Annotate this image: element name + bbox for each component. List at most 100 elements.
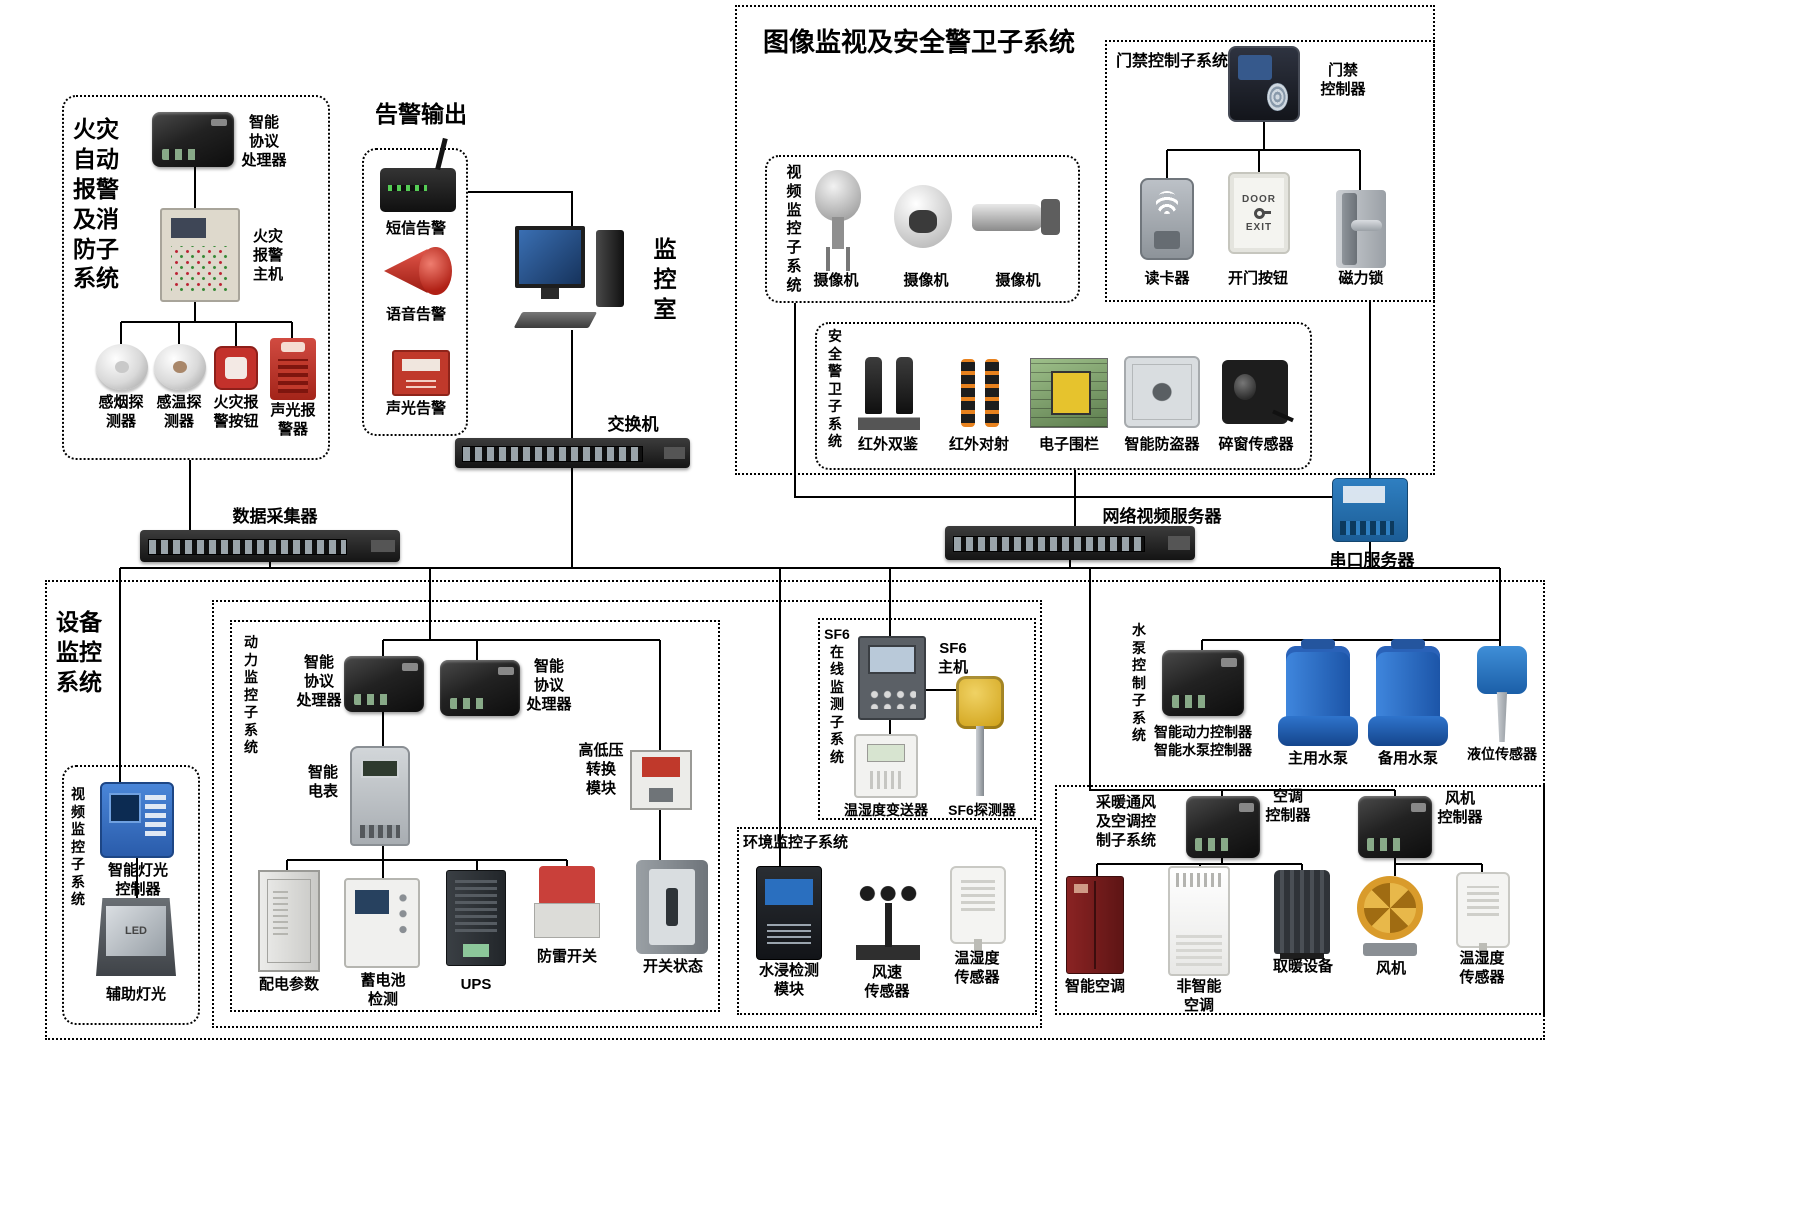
camera-bullet-device — [972, 190, 1060, 248]
monitor-room-computer — [513, 226, 645, 330]
wind-sensor-label: 风速 传感器 — [864, 964, 910, 1000]
sf6-detector-label: SF6探测器 — [948, 802, 1016, 818]
env-th-sensor-device — [950, 866, 1006, 951]
camera-2-label: 摄像机 — [903, 272, 949, 289]
voice-alarm-device — [384, 242, 452, 300]
ir-beam-device — [956, 356, 1004, 430]
th-transmitter-device — [854, 734, 918, 798]
sound-light-alarm-device — [392, 350, 450, 396]
access-controller-device — [1228, 46, 1300, 122]
lightning-switch-label: 防雷开关 — [536, 948, 597, 965]
normal-ac-device — [1168, 866, 1230, 976]
fire-sound-light-label: 声光报 警器 — [270, 402, 316, 438]
th-transmitter-label: 温湿度变送器 — [844, 802, 928, 818]
keyboard — [513, 312, 598, 328]
anti-theft-device — [1124, 356, 1200, 428]
pump-controller-device — [1162, 650, 1244, 716]
sms-alarm-label: 短信告警 — [385, 220, 446, 237]
env-th-sensor-label: 温湿度 传感器 — [954, 950, 1000, 986]
ir-beam-label: 红外对射 — [948, 436, 1009, 453]
fan-label: 风机 — [1375, 960, 1406, 977]
fire-system-title: 火灾 自动 报警 及消 防子 系统 — [73, 116, 119, 292]
data-collector-device — [140, 530, 400, 562]
ac-controller-label: 空调 控制器 — [1265, 788, 1311, 824]
power-protocol-processor-1-label: 智能 协议 处理器 — [296, 654, 342, 709]
window-break-sensor-device — [1222, 360, 1288, 424]
light-controller-label: 智能灯光 控制器 — [107, 862, 168, 898]
main-pump-label: 主用水泵 — [1287, 750, 1348, 767]
fire-system-box — [62, 95, 330, 460]
backup-pump-device — [1368, 639, 1448, 746]
sms-alarm-device — [380, 168, 456, 212]
pump-subsystem-title: 水 泵 控 制 子 系 统 — [1132, 622, 1146, 743]
camera-3-label: 摄像机 — [995, 272, 1041, 289]
connector-path-top — [120, 167, 573, 568]
ups-label: UPS — [460, 976, 492, 993]
window-break-sensor-label: 碎窗传感器 — [1218, 436, 1294, 453]
ups-device — [446, 870, 506, 966]
smart-ac-label: 智能空调 — [1064, 978, 1125, 995]
fire-alarm-host-device — [160, 208, 240, 302]
power-protocol-processor-1-device — [344, 656, 424, 712]
card-reader-label: 读卡器 — [1144, 270, 1190, 287]
power-subsystem-box — [230, 620, 720, 1012]
surveillance-title: 图像监视及安全警卫子系统 — [763, 27, 1076, 57]
security-guard-box — [815, 322, 1312, 470]
connector-path-surveillance — [794, 122, 1371, 568]
magnetic-lock-label: 磁力锁 — [1338, 270, 1384, 287]
sf6-host-label: SF6 主机 — [937, 640, 968, 676]
key-icon — [1253, 207, 1271, 219]
hvac-th-sensor-device — [1456, 872, 1510, 955]
fire-sound-light-device — [270, 338, 316, 400]
battery-tester-device — [344, 878, 420, 968]
smoke-detector-label: 感烟探 测器 — [98, 394, 144, 430]
fan-controller-device — [1358, 796, 1432, 858]
distribution-cabinet-device — [258, 870, 320, 972]
video-subsystem-box — [765, 155, 1080, 303]
monitor-room-label: 监 控 室 — [653, 236, 677, 322]
power-protocol-processor-2-device — [440, 660, 520, 716]
camera-dome-device — [806, 170, 870, 264]
led-floodlight-device: LED — [96, 898, 176, 976]
light-controller-device — [100, 782, 174, 858]
heater-label: 取暖设备 — [1272, 958, 1333, 975]
monitor-stand — [541, 288, 560, 299]
sound-light-alarm-label: 声光告警 — [385, 400, 446, 417]
fire-alarm-button-label: 火灾报 警按钮 — [213, 394, 259, 430]
water-leak-module-device — [756, 866, 822, 960]
door-button-label: 开门按钮 — [1227, 270, 1288, 287]
equipment-mid-box — [212, 600, 1042, 1028]
anti-theft-label: 智能防盗器 — [1124, 436, 1200, 453]
wind-sensor-device — [856, 876, 920, 960]
data-collector-label: 数据采集器 — [232, 507, 318, 526]
alarm-output-title: 告警输出 — [375, 101, 467, 127]
sf6-host-device — [858, 636, 926, 720]
alarm-output-box — [362, 148, 468, 436]
smart-ac-device — [1066, 876, 1124, 974]
led-text: LED — [125, 925, 147, 938]
fire-protocol-processor-device — [152, 112, 234, 167]
fan-controller-label: 风机 控制器 — [1437, 790, 1483, 826]
voice-alarm-label: 语音告警 — [385, 306, 446, 323]
door-button-exit-text: EXIT — [1245, 221, 1273, 233]
switch-state-label: 开关状态 — [642, 958, 703, 975]
fire-alarm-host-label: 火灾 报警 主机 — [252, 228, 283, 283]
core-switch-device — [455, 438, 690, 468]
pump-controller-label: 智能动力控制器 智能水泵控制器 — [1154, 724, 1252, 758]
left-video-subsystem-title: 视 频 监 控 子 系 统 — [71, 786, 85, 907]
sf6-subsystem-box — [818, 618, 1036, 820]
left-video-subsystem-box — [62, 765, 200, 1025]
environment-subsystem-box — [737, 827, 1037, 1015]
heat-detector-label: 感温探 测器 — [156, 394, 202, 430]
access-control-title: 门禁控制子系统 — [1116, 53, 1229, 70]
security-guard-title: 安 全 警 卫 子 系 统 — [828, 328, 842, 449]
monitor-screen — [515, 226, 586, 289]
ir-dual-detector-label: 红外双鉴 — [857, 436, 918, 453]
access-controller-label: 门禁 控制器 — [1320, 62, 1366, 98]
video-subsystem-title: 视 频 监 控 子 系 统 — [786, 164, 802, 294]
distribution-cabinet-label: 配电参数 — [258, 976, 319, 993]
sf6-subsystem-title: SF6 在 线 监 测 子 系 统 — [824, 626, 850, 765]
computer-tower — [595, 230, 625, 308]
